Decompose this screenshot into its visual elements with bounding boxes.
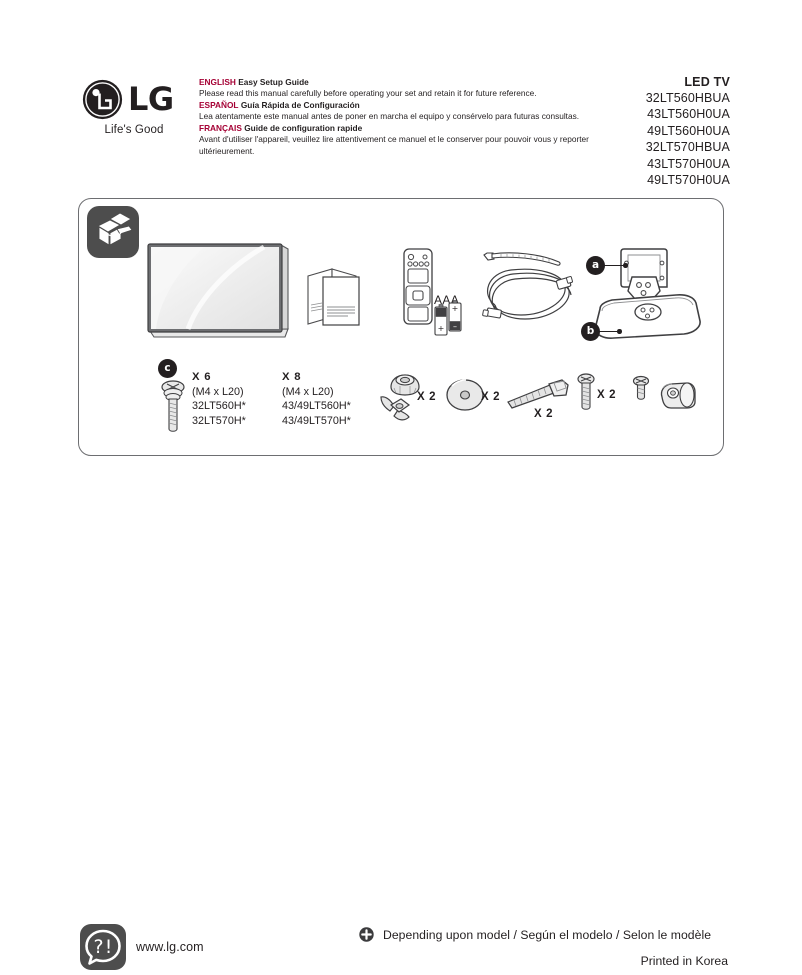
- small-screw-illustration: [632, 375, 650, 405]
- svg-text:+: +: [438, 324, 445, 333]
- lg-face-logo-icon: [82, 79, 123, 120]
- model-list: LED TV 32LT560HBUA 43LT560H0UA 49LT560H0…: [646, 74, 730, 188]
- package-contents-panel: AAA + + –: [78, 198, 724, 456]
- screw-spec-column-2: X 8 (M4 x L20) 43/49LT560H* 43/49LT570H*: [282, 370, 351, 428]
- svg-text:?: ?: [93, 936, 103, 958]
- cable-clip-illustration: [657, 379, 697, 411]
- screw-model-2a: 43/49LT560H*: [282, 400, 351, 413]
- callout-a-leader: [603, 265, 625, 267]
- screw-spec-column-1: X 6 (M4 x L20) 32LT560H* 32LT570H*: [192, 370, 246, 428]
- lg-logo-block: LG Life's Good: [82, 78, 190, 140]
- page-header: LG Life's Good ENGLISH Easy Setup Guide …: [0, 0, 802, 190]
- screw-model-1b: 32LT570H*: [192, 414, 246, 427]
- callout-a: a: [586, 256, 605, 275]
- lang-label-spanish: ESPAÑOL: [199, 100, 239, 110]
- manual-booklet: [306, 267, 374, 329]
- page-footer: ? ! www.lg.com Depending upon model / Se…: [0, 456, 802, 970]
- intro-title-english: Easy Setup Guide: [238, 77, 309, 87]
- model-list-heading: LED TV: [684, 75, 730, 89]
- pan-head-screw-illustration: [576, 373, 596, 413]
- nut-qty-label: X 2: [417, 391, 437, 403]
- flat-washer-illustration: [445, 377, 485, 413]
- lg-tagline: Life's Good: [104, 124, 164, 136]
- model-number: 43LT560H0UA: [647, 107, 730, 122]
- intro-body-french: Avant d'utiliser l'appareil, veuillez li…: [199, 134, 589, 156]
- model-number: 49LT560H0UA: [647, 123, 730, 138]
- intro-title-spanish: Guía Rápida de Configuración: [240, 100, 360, 110]
- website-url[interactable]: www.lg.com: [136, 940, 204, 954]
- intro-heading-french: FRANÇAIS Guide de configuration rapide: [199, 123, 603, 134]
- aaa-batteries: + + –: [432, 291, 474, 336]
- cable-tie: [479, 251, 564, 269]
- svg-text:!: !: [105, 936, 113, 958]
- callout-b: b: [581, 322, 600, 341]
- screw-qty-label: X 2: [597, 389, 617, 401]
- bolt-qty-label: X 2: [534, 408, 554, 420]
- depending-note-row: Depending upon model / Según el modelo /…: [359, 927, 711, 942]
- intro-body-english: Please read this manual carefully before…: [199, 88, 537, 99]
- tv-illustration: [144, 241, 294, 344]
- screw-spec-2: (M4 x L20): [282, 385, 334, 398]
- screw-spec-1: (M4 x L20): [192, 385, 244, 398]
- power-cord: [479, 265, 574, 328]
- intro-heading-spanish: ESPAÑOL Guía Rápida de Configuración: [199, 100, 603, 111]
- nut-illustration: [387, 371, 423, 397]
- callout-a-anchor: [623, 263, 628, 268]
- screw-qty-1: X 6: [192, 371, 212, 383]
- intro-body-spanish: Lea atentamente este manual antes de pon…: [199, 111, 580, 122]
- screw-qty-2: X 8: [282, 371, 302, 383]
- callout-b-leader: [599, 331, 619, 333]
- remote-control: [403, 248, 433, 325]
- svg-text:–: –: [453, 322, 457, 331]
- callout-b-anchor: [617, 329, 622, 334]
- stand-screw-illustration: [160, 379, 186, 435]
- washer-qty-label: X 2: [481, 391, 501, 403]
- hex-bolt-illustration: [506, 379, 572, 409]
- model-number: 49LT570H0UA: [647, 173, 730, 188]
- question-exclamation-bubble-icon: ? !: [80, 924, 126, 970]
- callout-c: c: [158, 359, 177, 378]
- model-number: 32LT570HBUA: [645, 140, 730, 155]
- depending-note-text: Depending upon model / Según el modelo /…: [383, 927, 712, 942]
- plus-circle-icon: [359, 927, 374, 942]
- model-number: 32LT560HBUA: [645, 91, 730, 105]
- model-number: 43LT570H0UA: [647, 156, 730, 171]
- screw-model-2b: 43/49LT570H*: [282, 414, 351, 427]
- tv-stand-assembly: [576, 247, 711, 342]
- intro-title-french: Guide de configuration rapide: [244, 123, 363, 133]
- open-box-icon: [87, 206, 139, 258]
- lang-label-french: FRANÇAIS: [199, 123, 242, 133]
- lang-label-english: ENGLISH: [199, 77, 236, 87]
- wing-nut-illustration: [379, 395, 417, 423]
- lg-wordmark: LG: [128, 80, 174, 118]
- svg-text:+: +: [452, 304, 459, 313]
- intro-heading-english: ENGLISH Easy Setup Guide: [199, 77, 603, 88]
- intro-text-block: ENGLISH Easy Setup Guide Please read thi…: [199, 77, 603, 158]
- screw-model-1a: 32LT560H*: [192, 400, 246, 413]
- printed-in-text: Printed in Korea: [640, 954, 728, 968]
